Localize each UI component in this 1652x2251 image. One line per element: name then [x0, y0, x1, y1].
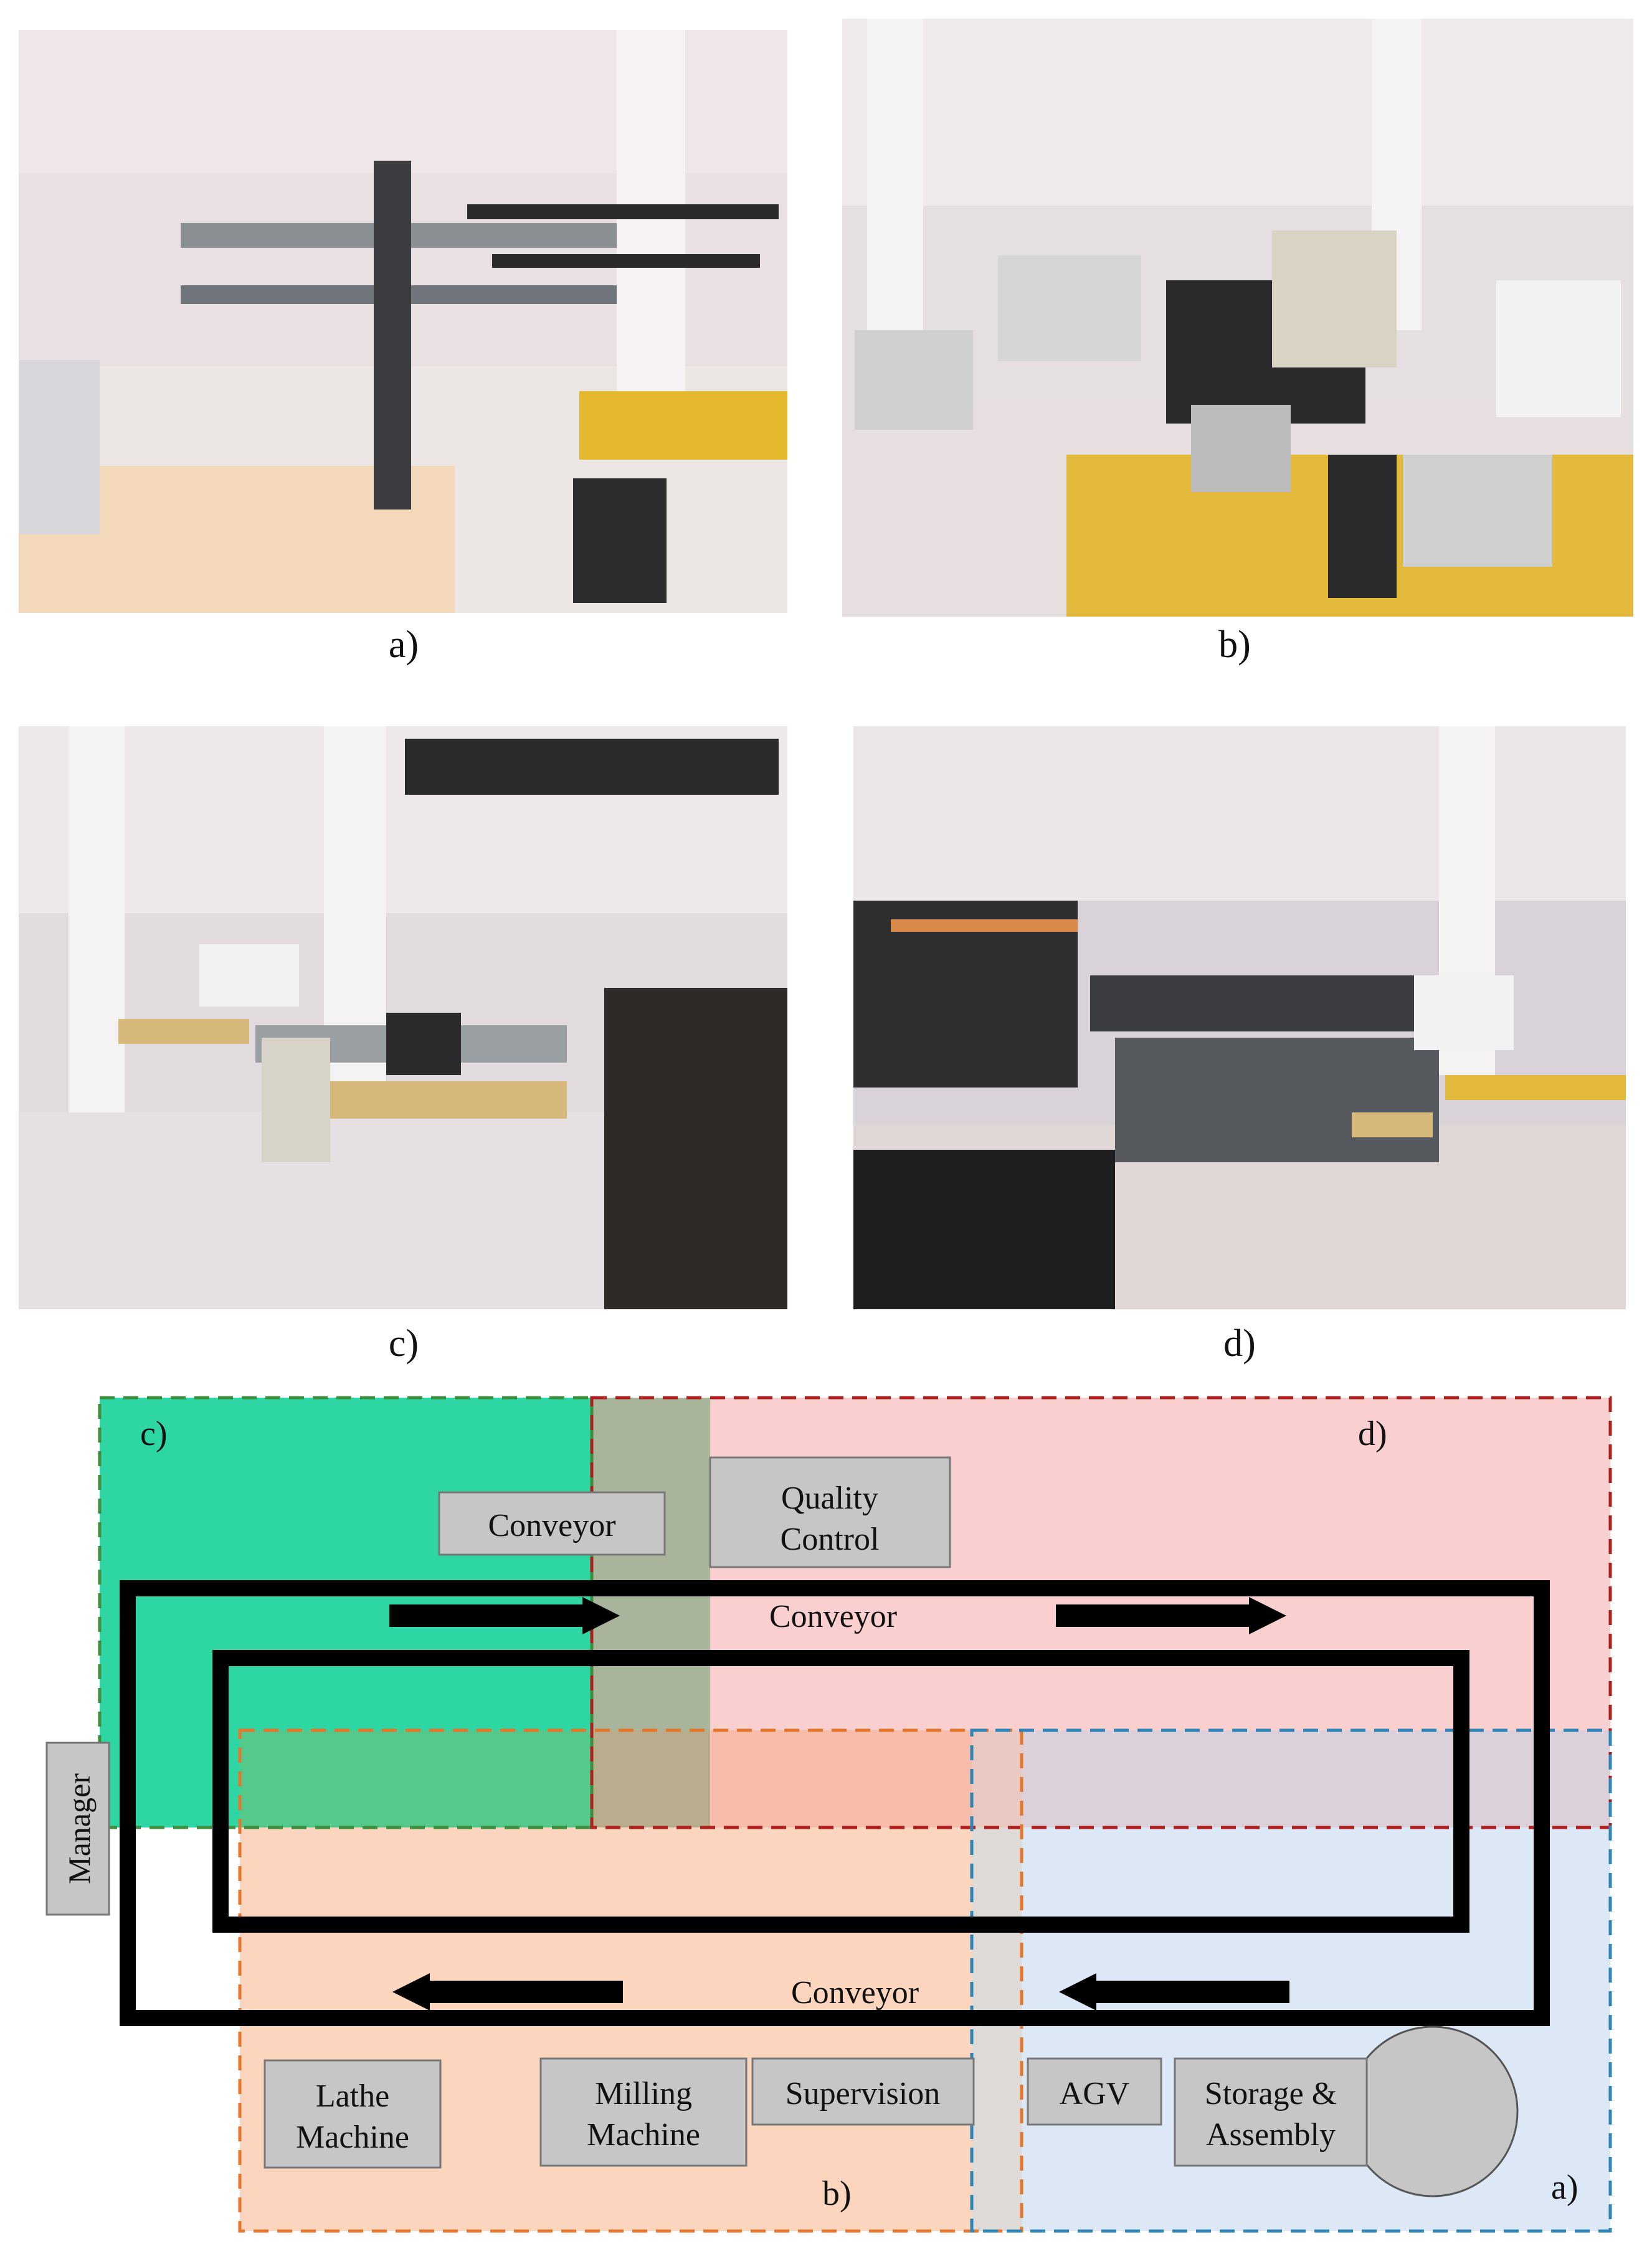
conveyor-outer-loop	[120, 1580, 1550, 2026]
agv-box	[1027, 2057, 1162, 2126]
photo-a	[19, 30, 787, 613]
caption-a: a)	[388, 623, 419, 666]
zone-label-a: a)	[1551, 2168, 1578, 2207]
manager-label: Manager	[62, 1773, 97, 1884]
photo-d	[853, 726, 1626, 1309]
overlap-a-b-top	[972, 1730, 1022, 1827]
arrow-right-icon	[389, 1597, 620, 1634]
zone-label-d: d)	[1358, 1415, 1387, 1453]
layout-diagram: c) d) b) a) Conveyor Conveyor Conveyor Q…	[45, 1396, 1612, 2233]
caption-b: b)	[1218, 623, 1251, 666]
arrow-right-icon	[1056, 1597, 1286, 1634]
storage-line1: Storage &	[1205, 2076, 1337, 2111]
manager-box	[45, 1742, 110, 1916]
agv-label: AGV	[1060, 2076, 1130, 2111]
milling-machine-box	[539, 2057, 748, 2167]
lathe-line1: Lathe	[316, 2078, 389, 2114]
conveyor-bottom-label: Conveyor	[791, 1975, 919, 2011]
supervision-label: Supervision	[786, 2076, 940, 2111]
overlap-d-b	[710, 1730, 1022, 1827]
lathe-machine-box	[263, 2059, 442, 2169]
caption-d: d)	[1223, 1322, 1256, 1365]
overlap-cd-b	[592, 1730, 710, 1827]
caption-c: c)	[388, 1322, 419, 1365]
conveyor-box-label: Conveyor	[488, 1508, 615, 1543]
quality-control-line1: Quality	[781, 1481, 878, 1516]
photo-c	[19, 726, 787, 1309]
conveyor-box	[438, 1491, 666, 1556]
supervision-box	[751, 2057, 975, 2126]
conveyor-inner-loop	[212, 1650, 1469, 1933]
arrow-left-icon	[392, 1973, 623, 2011]
conveyor-top-label: Conveyor	[769, 1599, 897, 1634]
storage-carousel-shape	[1347, 2026, 1519, 2197]
quality-control-line2: Control	[781, 1522, 880, 1557]
milling-line2: Machine	[587, 2117, 700, 2153]
photo-b	[842, 19, 1633, 617]
zone-label-b: b)	[822, 2174, 852, 2213]
overlap-c-b	[240, 1730, 592, 1827]
milling-line1: Milling	[595, 2076, 692, 2111]
overlap-a-b	[972, 1827, 1022, 2231]
storage-assembly-box	[1174, 2057, 1368, 2167]
arrow-left-icon	[1059, 1973, 1289, 2011]
lathe-line2: Machine	[296, 2120, 409, 2155]
storage-line2: Assembly	[1206, 2117, 1336, 2153]
overlap-d-a	[1022, 1730, 1610, 1827]
zone-label-c: c)	[140, 1415, 168, 1453]
quality-control-box	[709, 1456, 951, 1568]
